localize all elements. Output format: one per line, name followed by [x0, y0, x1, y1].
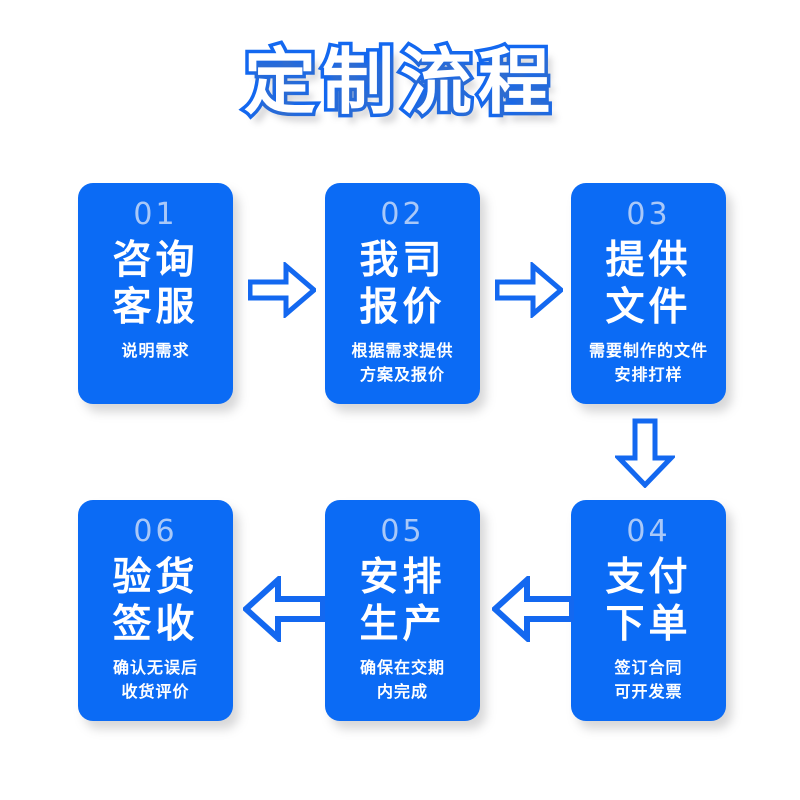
step-title-line: 安排	[359, 555, 446, 600]
page-title-wrapper: 定制流程	[0, 34, 800, 134]
step-subtitle-line: 说明需求	[121, 341, 190, 360]
arrow-right-icon	[494, 260, 565, 320]
step-subtitle: 根据需求提供 方案及报价	[325, 339, 480, 387]
step-number: 03	[626, 197, 671, 232]
step-title-line: 签收	[112, 602, 199, 647]
step-title: 验货 签收	[78, 554, 233, 648]
step-subtitle: 签订合同 可开发票	[571, 656, 726, 704]
step-subtitle: 说明需求	[78, 339, 233, 363]
step-subtitle-line: 方案及报价	[359, 365, 445, 384]
step-subtitle-line: 需要制作的文件	[588, 341, 708, 360]
step-title: 咨询 客服	[78, 237, 233, 331]
step-title: 我司 报价	[325, 237, 480, 331]
step-subtitle-line: 签订合同	[614, 658, 683, 677]
step-subtitle-line: 收货评价	[121, 682, 190, 701]
step-number: 05	[380, 514, 425, 549]
step-title: 支付 下单	[571, 554, 726, 648]
arrow-left-icon	[241, 573, 326, 645]
step-title-line: 支付	[605, 555, 692, 600]
step-title: 提供 文件	[571, 237, 726, 331]
step-number: 01	[133, 197, 178, 232]
step-card-05[interactable]: 05 安排 生产 确保在交期 内完成	[325, 500, 480, 721]
page-title: 定制流程	[240, 37, 556, 128]
step-title-line: 文件	[605, 285, 692, 330]
step-subtitle: 确保在交期 内完成	[325, 656, 480, 704]
step-subtitle: 确认无误后 收货评价	[78, 656, 233, 704]
step-subtitle-line: 可开发票	[614, 682, 683, 701]
step-title-line: 咨询	[112, 238, 199, 283]
step-subtitle: 需要制作的文件 安排打样	[571, 339, 726, 387]
step-title-line: 报价	[359, 285, 446, 330]
arrow-right-icon	[247, 260, 318, 320]
step-card-06[interactable]: 06 验货 签收 确认无误后 收货评价	[78, 500, 233, 721]
step-subtitle-line: 确认无误后	[112, 658, 198, 677]
step-title-line: 下单	[605, 602, 692, 647]
step-card-03[interactable]: 03 提供 文件 需要制作的文件 安排打样	[571, 183, 726, 404]
step-card-04[interactable]: 04 支付 下单 签订合同 可开发票	[571, 500, 726, 721]
step-subtitle-line: 根据需求提供	[351, 341, 454, 360]
step-number: 06	[133, 514, 178, 549]
step-subtitle-line: 安排打样	[614, 365, 683, 384]
step-card-02[interactable]: 02 我司 报价 根据需求提供 方案及报价	[325, 183, 480, 404]
arrow-left-icon	[490, 573, 575, 645]
step-title-line: 验货	[112, 555, 199, 600]
step-subtitle-line: 确保在交期	[359, 658, 445, 677]
step-card-01[interactable]: 01 咨询 客服 说明需求	[78, 183, 233, 404]
step-title-line: 客服	[112, 285, 199, 330]
step-title: 安排 生产	[325, 554, 480, 648]
arrow-down-icon	[613, 418, 677, 489]
step-title-line: 提供	[605, 238, 692, 283]
step-number: 02	[380, 197, 425, 232]
step-number: 04	[626, 514, 671, 549]
step-title-line: 生产	[359, 602, 446, 647]
step-title-line: 我司	[359, 238, 446, 283]
step-subtitle-line: 内完成	[376, 682, 428, 701]
